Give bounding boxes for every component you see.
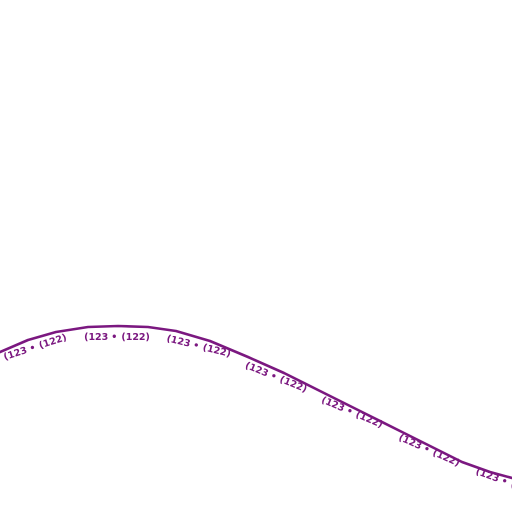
road-line[interactable] [0,324,512,480]
road-label-separator: • [500,476,509,488]
road-label-separator: • [269,370,279,382]
road-label-right: (122) [121,332,150,343]
road-label-2: (123• (122) [84,332,150,343]
road-label-separator: • [28,342,37,354]
road-label-left: (123 [84,332,108,343]
road-label-separator: • [345,405,355,418]
road-label-right: (122) [509,479,512,499]
road-label-separator: • [192,340,201,352]
road-label-separator: • [422,443,432,456]
road-label-separator: • [111,332,117,343]
